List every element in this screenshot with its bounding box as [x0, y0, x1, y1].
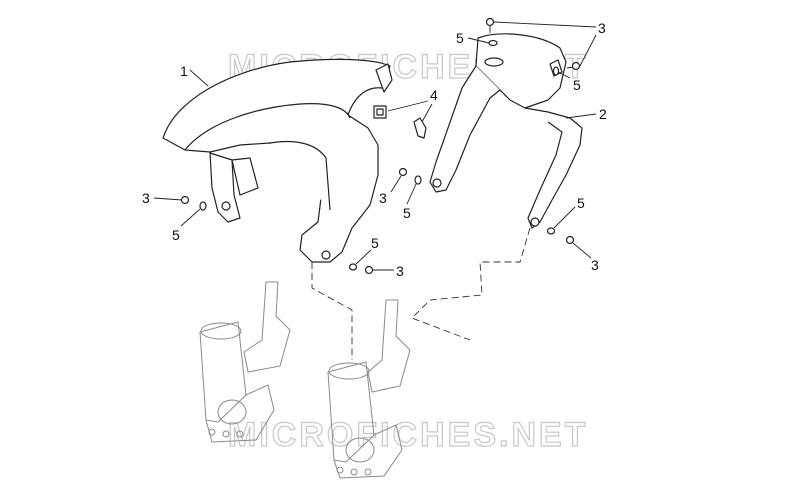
callout-5-top: 5: [456, 30, 464, 46]
callout-3-top-right: 3: [598, 20, 606, 36]
screw-lower-middle: [364, 265, 374, 275]
callout-labels: 1 2 3 3 3 3 3 4 5 5 5 5 5 5: [142, 20, 607, 279]
assembly-lines: [311, 227, 531, 360]
callout-1: 1: [180, 63, 188, 79]
leader-lines: [153, 21, 597, 271]
callout-5-upper-right: 5: [573, 77, 581, 93]
screw-parts: [180, 17, 581, 275]
screw-right: [565, 235, 575, 245]
callout-4: 4: [430, 87, 438, 103]
screw-top-right: [566, 61, 581, 71]
front-mudguard: [162, 58, 393, 263]
fork-leg-right: [327, 299, 411, 479]
fork-leg-left: [199, 281, 291, 443]
callout-3-lower-middle: 3: [396, 263, 404, 279]
callout-5-middle: 5: [403, 205, 411, 221]
clip-part: [373, 105, 427, 139]
callout-3-lower-right: 3: [591, 257, 599, 273]
watermark-bottom: MICROFICHES.NET: [228, 416, 588, 454]
callout-3-left: 3: [142, 190, 150, 206]
screw-top-left: [485, 17, 495, 33]
washer-parts: [199, 39, 560, 271]
screw-left: [180, 195, 190, 205]
mudguard-bracket: [429, 33, 583, 229]
callout-3-middle: 3: [379, 190, 387, 206]
screw-middle: [398, 167, 408, 177]
callout-5-right: 5: [577, 195, 585, 211]
callout-5-lower-middle: 5: [371, 235, 379, 251]
callout-2: 2: [599, 106, 607, 122]
callout-5-left: 5: [172, 227, 180, 243]
